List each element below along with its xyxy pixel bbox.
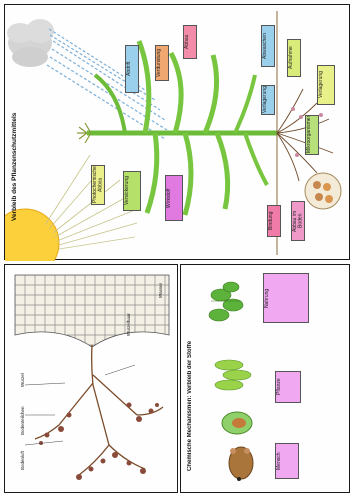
soil-particles-icon	[305, 173, 341, 209]
cloud-icon	[7, 19, 54, 67]
label-pflanze: Pflanze	[275, 371, 301, 403]
label-abwaschen: Abwaschen	[261, 25, 275, 67]
label-wurzelhaar: Wurzelhaar	[125, 305, 135, 345]
label-wirkstoff: Wirkstoff	[165, 175, 183, 221]
label-verlagerung-2: Verlagerung	[261, 85, 275, 115]
food-chain-panel: Chemische Mechanismen: Verbleib der Stof…	[180, 264, 350, 493]
food-chain-title: Chemische Mechanismen: Verbleib der Stof…	[187, 271, 207, 471]
label-abbau-im-boden: Abbau im Boden	[291, 201, 305, 241]
label-bodenluft: Bodenluft	[19, 443, 29, 477]
label-abbau: Abbau	[183, 25, 197, 59]
grass-icon	[215, 360, 251, 390]
label-aufnahme: Aufnahme	[287, 39, 301, 77]
leaves-icon	[209, 282, 243, 321]
label-verlagerung: Verlagerung	[317, 65, 335, 105]
label-verdunstung: Verdunstung	[155, 45, 169, 81]
label-nahrung: Nahrung	[263, 273, 309, 323]
insect-icon	[222, 412, 252, 434]
root-system-icon	[35, 345, 163, 475]
label-bindung: Bindung	[267, 205, 281, 237]
label-mikroorganismen: Mikroorganismen	[305, 115, 319, 155]
label-mensch: Mensch	[275, 443, 299, 479]
label-photochemischer-abbau: Photochemischer Abbau	[91, 165, 105, 205]
label-wurzel: Wurzel	[19, 365, 29, 395]
mouse-icon	[229, 447, 253, 481]
root-cross-section-panel: Wurzelhaar Wurzel Bodenteilchen Bodenluf…	[4, 264, 178, 493]
label-versickerung: Versickerung	[123, 171, 141, 211]
label-abdrift: Abdrift	[125, 45, 139, 93]
root-cross-section-artwork	[5, 265, 179, 494]
fate-diagram-panel: Verbleib des Pflanzenschutzmittels Abdri…	[4, 4, 350, 260]
label-bodenteilchen: Bodenteilchen	[19, 401, 29, 441]
label-wasser: Wasser	[157, 275, 167, 305]
fate-diagram-title: Verbleib des Pflanzenschutzmittels	[11, 125, 25, 221]
